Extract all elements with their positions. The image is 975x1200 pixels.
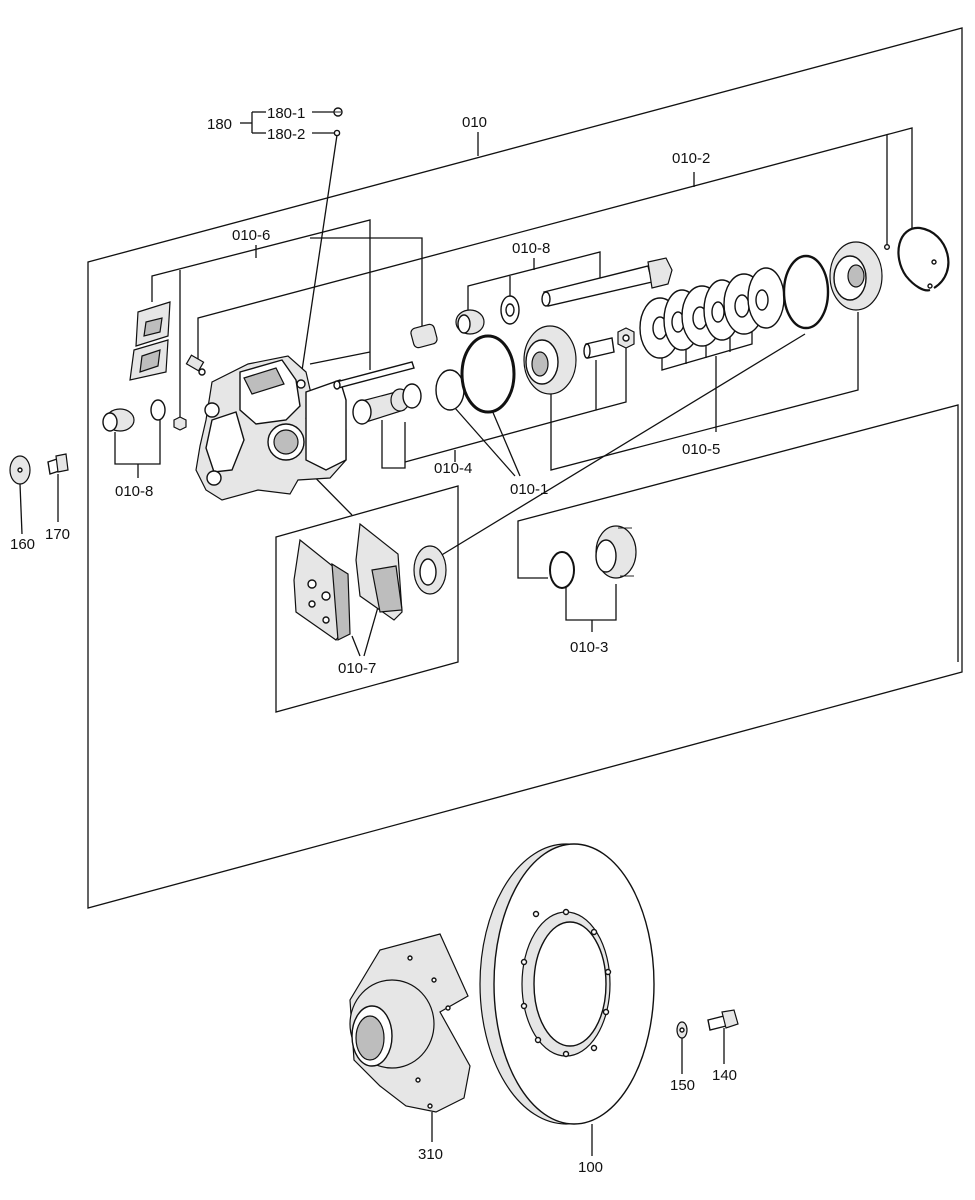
roller-bearing [595, 525, 637, 579]
leaders-010-3 [565, 584, 617, 621]
leader-010-7-a [351, 635, 361, 657]
end-cap [829, 241, 883, 311]
label-100: 100 [578, 1159, 603, 1176]
bracket-010-5 [550, 312, 859, 471]
bracket-010-6 [151, 219, 423, 418]
large-o-ring [782, 254, 830, 330]
dust-boot [460, 334, 516, 414]
bolt-170 [47, 453, 69, 475]
leader-160 [19, 483, 23, 535]
seal-010-3 [549, 551, 575, 589]
bolt-140 [707, 1009, 739, 1031]
bracket-010-3 [517, 404, 959, 662]
assembly-010-frame [87, 27, 963, 909]
caliper-housing [195, 355, 347, 501]
long-bolt [541, 257, 673, 307]
pad-kit-010-7-frame [275, 485, 459, 713]
guide-bushing-top [455, 309, 485, 335]
seal-in-padkit [413, 545, 447, 595]
label-010-2: 010-2 [672, 150, 710, 167]
brake-pad-left [293, 538, 351, 641]
bracket-010-4 [381, 420, 406, 469]
label-010-8-top: 010-8 [512, 240, 550, 257]
o-ring-left [150, 399, 166, 421]
label-180-1: 180-1 [267, 105, 305, 122]
callout-180 [240, 111, 338, 385]
leader-010-7-b [363, 599, 381, 657]
washer-150 [676, 1021, 688, 1039]
label-150: 150 [670, 1077, 695, 1094]
piston-seal [435, 369, 465, 411]
label-010-5: 010-5 [682, 441, 720, 458]
brake-disc-100 [479, 843, 655, 1125]
pin-short [583, 337, 615, 359]
label-010-6: 010-6 [232, 227, 270, 244]
nut [617, 327, 635, 349]
washer-160 [9, 455, 31, 485]
small-nut [173, 416, 187, 431]
label-010-4: 010-4 [434, 460, 472, 477]
label-010: 010 [462, 114, 487, 131]
bracket-010-4-c [595, 346, 627, 411]
piston-cup [523, 325, 577, 395]
label-160: 160 [10, 536, 35, 553]
bleeder-screw-cap [333, 107, 343, 117]
disc-spring-stack [639, 267, 785, 359]
guide-bushing-left [102, 408, 135, 432]
piston-o-ring [402, 383, 422, 409]
pad-spring-clip [129, 301, 171, 381]
label-140: 140 [712, 1067, 737, 1084]
label-310: 310 [418, 1146, 443, 1163]
label-180-2: 180-2 [267, 126, 305, 143]
grease-nipple [185, 354, 206, 376]
guide-sleeve [410, 323, 438, 349]
bleeder-screw [333, 129, 341, 137]
label-170: 170 [45, 526, 70, 543]
label-010-1: 010-1 [510, 481, 548, 498]
brake-pad-right [355, 522, 403, 621]
label-010-3: 010-3 [570, 639, 608, 656]
bracket-010-8-top [467, 251, 601, 312]
snap-ring [897, 226, 950, 292]
small-plug [884, 243, 891, 250]
hub-flange-310 [349, 933, 471, 1113]
label-010-7: 010-7 [338, 660, 376, 677]
bracket-010-2 [197, 127, 913, 366]
label-180: 180 [207, 116, 232, 133]
washer-top [500, 295, 520, 325]
caliper-piston [352, 388, 410, 425]
guide-pin-long [333, 361, 415, 390]
label-010-8-left: 010-8 [115, 483, 153, 500]
